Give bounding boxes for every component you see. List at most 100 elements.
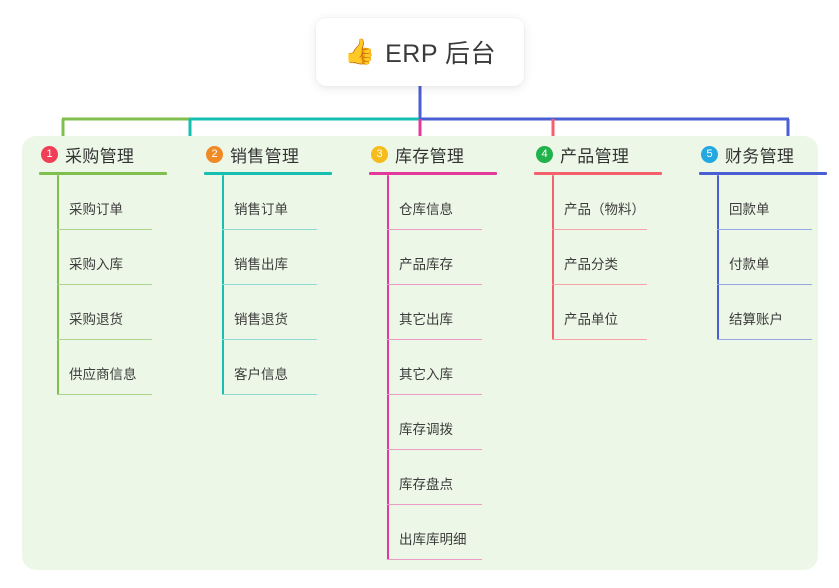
branch-item-underline [57,283,152,285]
branch-item-underline [387,283,482,285]
branch-item[interactable]: 采购订单 [57,175,187,230]
branch-item-label: 产品（物料） [564,201,645,217]
branch-item[interactable]: 其它入库 [387,340,517,395]
branch-item[interactable]: 销售退货 [222,285,352,340]
branch-item-label: 销售订单 [234,201,288,217]
branch-item[interactable]: 供应商信息 [57,340,187,395]
branch-spine [387,175,389,560]
branch-item-underline [387,393,482,395]
branch-column-1: 1 采购管理采购订单采购入库采购退货供应商信息 [22,136,187,570]
branch-header-1[interactable]: 1 采购管理 [39,136,187,172]
branch-item-underline [552,338,647,340]
branch-column-5: 5 财务管理回款单付款单结算账户 [682,136,839,570]
branch-item[interactable]: 结算账户 [717,285,839,340]
branch-item[interactable]: 采购入库 [57,230,187,285]
branch-spine [717,175,719,340]
branch-item[interactable]: 其它出库 [387,285,517,340]
branch-item-underline [57,393,152,395]
branch-item[interactable]: 产品（物料） [552,175,682,230]
branch-item-label: 供应商信息 [69,366,137,382]
branch-item-label: 销售退货 [234,311,288,327]
branch-item[interactable]: 回款单 [717,175,839,230]
branch-items: 仓库信息产品库存其它出库其它入库库存调拨库存盘点出库库明细 [387,175,517,560]
branch-item[interactable]: 出库库明细 [387,505,517,560]
branch-spine [222,175,224,395]
branch-spine [57,175,59,395]
branch-item-label: 结算账户 [729,311,783,327]
branch-item-label: 销售出库 [234,256,288,272]
branch-item-label: 产品单位 [564,311,618,327]
branch-item-underline [717,283,812,285]
branch-column-3: 3 库存管理仓库信息产品库存其它出库其它入库库存调拨库存盘点出库库明细 [352,136,517,570]
branch-item-label: 采购订单 [69,201,123,217]
branch-item-label: 客户信息 [234,366,288,382]
branch-item[interactable]: 仓库信息 [387,175,517,230]
branch-item-label: 采购退货 [69,311,123,327]
branch-item[interactable]: 销售订单 [222,175,352,230]
branch-item-label: 付款单 [729,256,770,272]
branch-item[interactable]: 产品库存 [387,230,517,285]
branch-item-underline [552,228,647,230]
branch-panel-background [22,136,818,570]
branch-item-label: 库存调拨 [399,421,453,437]
branch-title: 销售管理 [230,146,300,166]
branch-item-label: 产品分类 [564,256,618,272]
branch-number-badge: 1 [41,145,58,163]
branch-item-underline [387,228,482,230]
thumbs-up-icon: 👍 [343,37,376,66]
branch-item-underline [222,393,317,395]
branch-item-label: 其它出库 [399,311,453,327]
branch-spine [552,175,554,340]
branch-item-underline [222,228,317,230]
branch-item[interactable]: 库存盘点 [387,450,517,505]
branch-item-underline [387,503,482,505]
branch-item-underline [222,283,317,285]
branch-item-underline [387,558,482,560]
branch-item-label: 库存盘点 [399,476,453,492]
branch-item[interactable]: 付款单 [717,230,839,285]
branch-item-underline [57,338,152,340]
branch-item-underline [57,228,152,230]
branch-header-5[interactable]: 5 财务管理 [699,136,839,172]
branch-items: 采购订单采购入库采购退货供应商信息 [57,175,187,395]
branch-number-badge: 5 [701,145,718,163]
branch-number-badge: 4 [536,145,553,163]
branch-header-underline [369,172,497,175]
branch-item[interactable]: 库存调拨 [387,395,517,450]
branch-header-underline [699,172,827,175]
branch-item-label: 其它入库 [399,366,453,382]
branch-item-label: 回款单 [729,201,770,217]
branch-item-label: 出库库明细 [399,531,467,547]
branch-items: 回款单付款单结算账户 [717,175,839,340]
branch-items: 产品（物料） 产品分类产品单位 [552,175,682,340]
root-node-card[interactable]: 👍 ERP 后台 [316,18,524,86]
branch-title: 产品管理 [560,146,630,166]
branch-header-underline [204,172,332,175]
branch-title: 库存管理 [395,146,465,166]
branch-item-underline [222,338,317,340]
branch-item-label: 仓库信息 [399,201,453,217]
branch-items: 销售订单销售出库销售退货客户信息 [222,175,352,395]
branch-item[interactable]: 产品单位 [552,285,682,340]
branch-number-badge: 3 [371,145,388,163]
branch-header-underline [534,172,662,175]
branch-item-label: 产品库存 [399,256,453,272]
branch-item-underline [552,283,647,285]
branch-header-3[interactable]: 3 库存管理 [369,136,517,172]
branch-header-4[interactable]: 4 产品管理 [534,136,682,172]
root-node-title: ERP 后台 [385,40,497,68]
branch-item-underline [387,448,482,450]
branch-item[interactable]: 客户信息 [222,340,352,395]
branch-column-4: 4 产品管理产品（物料） 产品分类产品单位 [517,136,682,570]
branch-item[interactable]: 产品分类 [552,230,682,285]
branch-title: 采购管理 [65,146,135,166]
branch-item-label: 采购入库 [69,256,123,272]
branch-item[interactable]: 销售出库 [222,230,352,285]
branch-title: 财务管理 [725,146,795,166]
branch-item-underline [717,228,812,230]
branch-item[interactable]: 采购退货 [57,285,187,340]
